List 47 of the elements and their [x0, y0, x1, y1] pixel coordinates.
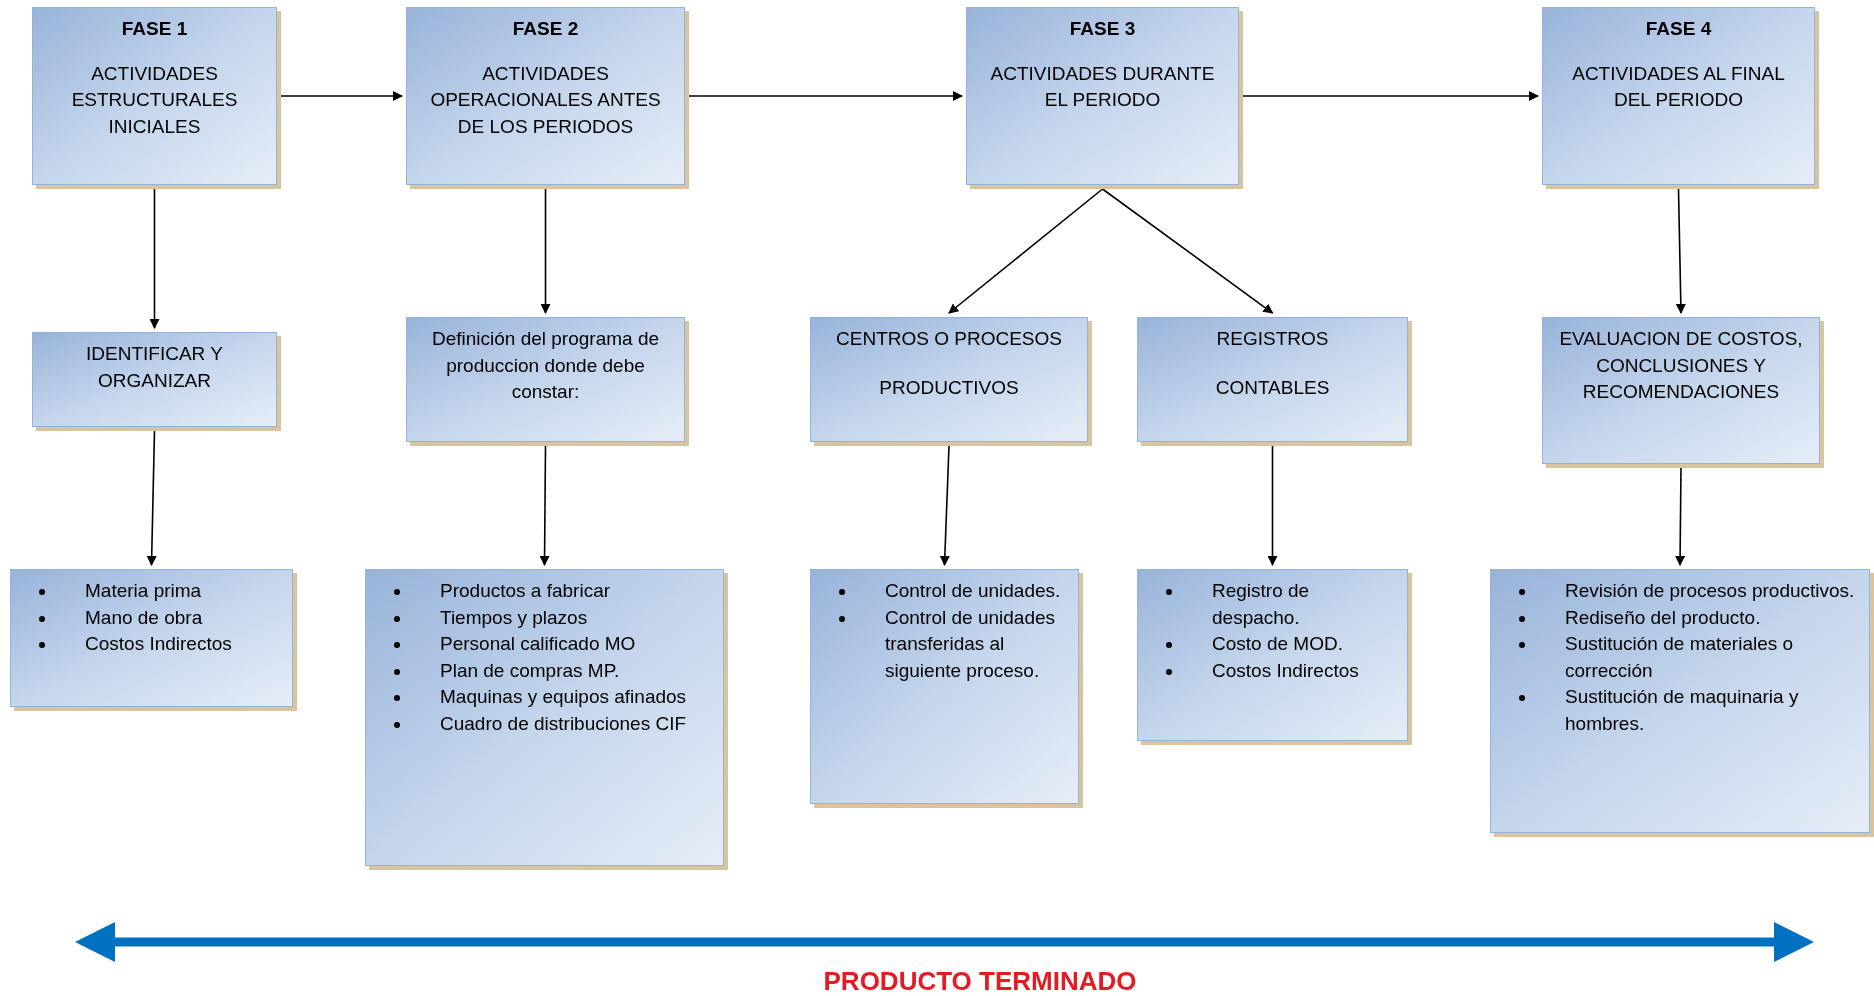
bullet-item: Revisión de procesos productivos. — [1565, 579, 1855, 603]
phase-title: FASE 4 — [1645, 17, 1712, 41]
box-text: CONTABLES — [1215, 375, 1330, 400]
bullet-item: Plan de compras MP. — [440, 658, 620, 683]
arrow — [1101, 188, 1274, 314]
box-text: CENTROS O PROCESOS — [836, 327, 1062, 351]
arrow — [688, 91, 963, 101]
bullet-item: Costos Indirectos — [85, 632, 232, 657]
arrow — [1267, 445, 1278, 566]
bullet-item: Sustitución de materiales o corrección — [1565, 632, 1795, 683]
box-text: ACTIVIDADES OPERACIONALES ANTES DE LOS PERIODOS — [429, 61, 662, 139]
bullet-item: Cuadro de distribuciones CIF — [440, 711, 687, 736]
arrow — [280, 91, 403, 101]
arrow — [540, 188, 551, 314]
arrow — [1675, 467, 1686, 566]
arrow — [948, 188, 1104, 314]
bullet-item: Maquinas y equipos afinados — [440, 685, 687, 710]
bullet-item: Costo de MOD. — [1212, 632, 1343, 657]
arrow — [1242, 91, 1539, 101]
box-text: ACTIVIDADES ESTRUCTURALES INICIALES — [70, 61, 239, 139]
arrow — [1675, 188, 1686, 314]
phase-title: FASE 2 — [512, 17, 579, 41]
arrow — [539, 445, 550, 566]
bullet-item: Registro de despacho. — [1212, 579, 1311, 630]
bullet-item: Control de unidades. — [885, 579, 1061, 603]
phase-title: FASE 3 — [1069, 17, 1136, 41]
box-text: IDENTIFICAR Y ORGANIZAR — [85, 342, 224, 393]
arrow — [146, 430, 157, 566]
bullet-item: Materia prima — [85, 579, 202, 603]
bullet-item: Rediseño del producto. — [1565, 605, 1761, 630]
bullet-item: Control de unidades transferidas al siguiente proceso. — [885, 605, 1057, 683]
phase-title: FASE 1 — [121, 17, 188, 41]
box-text: PRODUCTIVOS — [879, 375, 1019, 400]
arrow — [939, 445, 950, 566]
arrow — [149, 188, 160, 329]
bullet-item: Costos Indirectos — [1212, 658, 1359, 683]
bullet-item: Personal calificado MO — [440, 632, 636, 657]
bullet-item: Tiempos y plazos — [440, 605, 588, 630]
box-text: REGISTROS — [1216, 327, 1329, 351]
box-text: ACTIVIDADES DURANTE EL PERIODO — [989, 61, 1216, 113]
box-text: Definición del programa de produccion donde debe constar: — [430, 327, 661, 405]
footer-label: PRODUCTO TERMINADO — [822, 965, 1138, 996]
bullet-item: Productos a fabricar — [440, 579, 611, 603]
bullet-item: Mano de obra — [85, 605, 203, 630]
box-text: EVALUACION DE COSTOS, CONCLUSIONES Y RECOMENDACIONES — [1558, 327, 1804, 405]
bullet-item: Sustitución de maquinaria y hombres. — [1565, 685, 1800, 736]
box-text: ACTIVIDADES AL FINAL DEL PERIODO — [1571, 61, 1786, 113]
